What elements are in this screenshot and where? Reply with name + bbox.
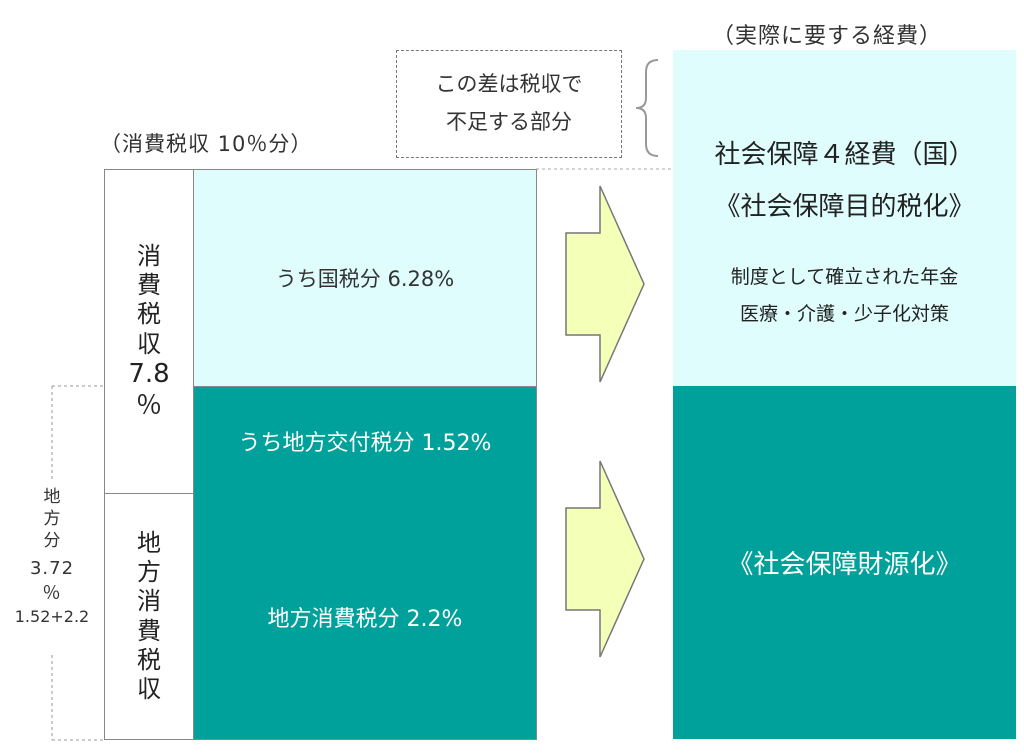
social-security-title-2: 《社会保障目的税化》 — [714, 192, 975, 222]
local-share-label: 地方分 — [43, 487, 61, 552]
local-share-formula: 1.52+2.2 — [14, 606, 90, 626]
shortfall-line-1: この差は税収で — [435, 72, 583, 97]
local-grant-share-block: うち地方交付税分 1.52% — [194, 386, 536, 494]
national-share-block: うち国税分 6.28% — [194, 170, 536, 386]
local-share-value: 3.72％ — [29, 558, 75, 605]
national-share-label: うち国税分 6.28% — [275, 267, 455, 291]
arrow-bottom — [565, 460, 645, 658]
local-share-bracket — [51, 385, 104, 741]
social-security-title-1: 社会保障４経費（国） — [714, 140, 975, 170]
left-header: （消費税収 10％分） — [100, 132, 313, 156]
local-grant-share-label: うち地方交付税分 1.52% — [238, 430, 492, 456]
left-outline — [104, 169, 537, 740]
local-consumption-share-label: 地方消費税分 2.2% — [267, 606, 463, 632]
right-header: （実際に要する経費） — [712, 24, 943, 49]
social-security-block: 社会保障４経費（国） 《社会保障目的税化》 制度として確立された年金 医療・介護… — [673, 50, 1016, 386]
label-divider — [104, 493, 193, 494]
national-consumption-tax-label: 消費税収 7.8％ — [128, 241, 170, 421]
label-column-border — [193, 169, 194, 740]
shortfall-note: この差は税収で 不足する部分 — [396, 50, 622, 158]
social-security-funding-label: 《社会保障財源化》 — [727, 550, 962, 580]
local-share-text: 地方分 3.72％ 1.52+2.2 — [0, 486, 104, 627]
curly-brace — [635, 59, 659, 157]
local-consumption-tax-label: 地方消費税収 — [137, 528, 161, 704]
shortfall-line-2: 不足する部分 — [446, 110, 572, 134]
social-security-funding-block: 《社会保障財源化》 — [673, 386, 1016, 739]
local-consumption-share-block: 地方消費税分 2.2% — [194, 494, 536, 739]
social-security-desc-1: 制度として確立された年金 — [730, 266, 959, 288]
arrow-top — [565, 185, 645, 383]
social-security-desc-2: 医療・介護・少子化対策 — [739, 303, 949, 325]
